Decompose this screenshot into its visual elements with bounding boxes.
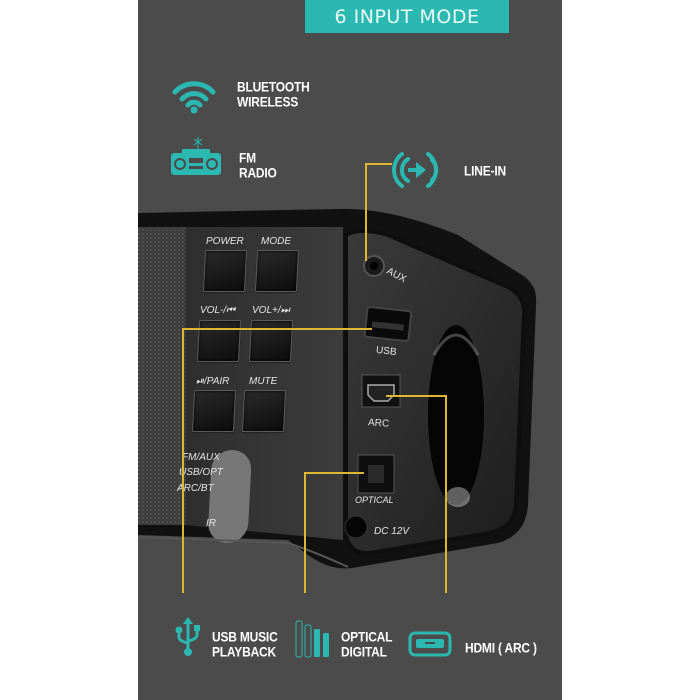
fm-line1: FM [239, 149, 256, 166]
callout-line-hdmi-h [386, 395, 446, 397]
callout-line-optical-h [304, 472, 364, 474]
banner-title: 6 INPUT MODE [334, 5, 480, 28]
ir-sensor-label: IR [206, 518, 216, 529]
optical-line1: OPTICAL [341, 628, 393, 645]
vol-down-button[interactable] [196, 320, 242, 362]
optical-line2: DIGITAL [341, 643, 387, 660]
mute-button-label: MUTE [249, 376, 278, 387]
usb-icon [175, 617, 200, 656]
bluetooth-line2: WIRELESS [237, 93, 299, 110]
input-mode-banner: 6 INPUT MODE [305, 0, 509, 33]
vol-down-button-label: VOL-/⏮ [200, 305, 236, 316]
boombox-radio-icon [171, 137, 221, 175]
play-pair-button[interactable] [191, 390, 237, 432]
callout-line-optical-v [304, 472, 306, 593]
arc-port-label: ARC [367, 417, 390, 430]
mode-label-usb-opt: USB/OPT [179, 467, 223, 478]
bluetooth-line1: BLUETOOTH [237, 78, 310, 95]
optical-port-label: OPTICAL [355, 495, 394, 505]
dc-power-label: DC 12V [374, 526, 410, 537]
wifi-signal-icon [172, 81, 216, 114]
mode-label-fm-aux: FM/AUX [182, 452, 220, 463]
mute-button[interactable] [241, 390, 287, 432]
vol-up-button[interactable] [248, 320, 294, 362]
optical-bars-icon [295, 620, 329, 658]
usb-line2: PLAYBACK [212, 643, 276, 660]
line-in-feature-label: LINE-IN [464, 162, 506, 179]
callout-line-aux-v [365, 163, 367, 261]
line-in-text: LINE-IN [464, 162, 506, 179]
callout-line-usb-h [182, 328, 372, 330]
vol-up-button-label: VOL+/⏭ [252, 305, 290, 316]
fm-line2: RADIO [239, 164, 277, 181]
soundbar-device-illustration [138, 208, 537, 569]
usb-line1: USB MUSIC [212, 628, 278, 645]
power-button-label: POWER [206, 236, 244, 247]
mode-label-arc-bt: ARC/BT [177, 483, 214, 494]
hdmi-line1: HDMI ( ARC ) [465, 639, 537, 656]
usb-feature-label: USB MUSIC PLAYBACK [212, 628, 278, 660]
mode-button-label: MODE [261, 236, 291, 247]
hdmi-feature-label: HDMI ( ARC ) [465, 639, 537, 656]
fm-radio-feature-label: FM RADIO [239, 149, 277, 181]
play-pair-button-label: ⏯/PAIR [196, 376, 230, 387]
bluetooth-feature-label: BLUETOOTH WIRELESS [237, 78, 310, 110]
audio-in-arrow-icon [392, 152, 439, 188]
callout-line-hdmi-v [445, 395, 447, 593]
hdmi-port-icon [408, 631, 452, 657]
callout-line-aux-h [365, 163, 392, 165]
mode-button[interactable] [254, 250, 300, 292]
usb-port-label: USB [375, 344, 398, 359]
callout-line-usb-v [182, 328, 184, 593]
optical-feature-label: OPTICAL DIGITAL [341, 628, 393, 660]
power-button[interactable] [202, 250, 248, 292]
